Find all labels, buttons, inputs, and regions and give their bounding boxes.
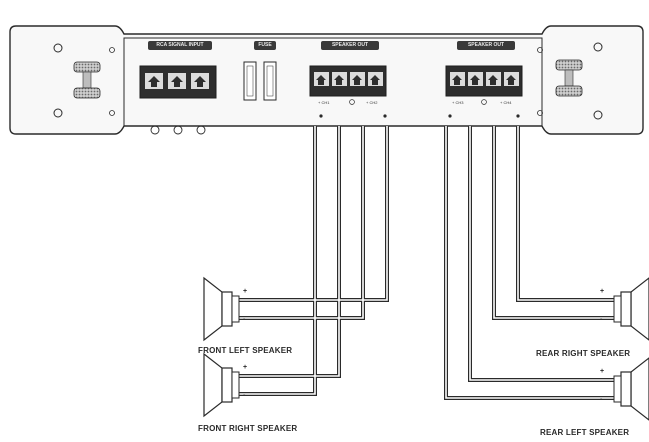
- front-right-speaker-label: FRONT RIGHT SPEAKER: [198, 424, 298, 433]
- rear-left-plus-mark: +: [600, 368, 605, 375]
- rca-input-block: [139, 65, 217, 99]
- wire-rear-right-minus: [492, 126, 614, 320]
- front-right-plus-mark: +: [243, 364, 248, 371]
- wire-rear-left-plus: [468, 126, 614, 382]
- fuse-tag: FUSE: [254, 41, 276, 50]
- front-left-plus-mark: +: [243, 288, 248, 295]
- left-speaker-terminal: [309, 65, 387, 118]
- fuse-holder: [243, 61, 277, 101]
- rear-right-plus-mark: +: [600, 288, 605, 295]
- rear-left-minus-mark: -: [600, 396, 603, 403]
- rear-left-speaker-label: REAR LEFT SPEAKER: [540, 428, 630, 437]
- right-speaker-terminal: [445, 65, 523, 118]
- rear-right-speaker-graphic: [613, 277, 649, 341]
- wire-front-left-minus: [239, 126, 365, 320]
- front-left-speaker-label: FRONT LEFT SPEAKER: [198, 346, 293, 355]
- rca-input-tag: RCA SIGNAL INPUT: [148, 41, 212, 50]
- right-grille: [555, 59, 583, 97]
- wire-rear-right-plus: [516, 126, 614, 302]
- left-grille: [73, 61, 101, 99]
- rear-right-speaker-label: REAR RIGHT SPEAKER: [536, 349, 631, 358]
- right-channel-b-label: + CH4: [500, 100, 512, 105]
- rear-right-minus-mark: -: [600, 316, 603, 323]
- left-channel-a-label: + CH1: [318, 100, 330, 105]
- rear-left-speaker-graphic: [613, 357, 649, 421]
- speaker-out-right-tag: SPEAKER OUT: [457, 41, 515, 50]
- front-left-minus-mark: -: [243, 316, 246, 323]
- speaker-wires-inner: [239, 126, 614, 399]
- left-channel-b-label: + CH2: [366, 100, 378, 105]
- wire-front-right-plus: [239, 126, 341, 378]
- right-channel-a-label: + CH3: [452, 100, 464, 105]
- front-left-speaker-graphic: [203, 276, 240, 342]
- speaker-out-left-tag: SPEAKER OUT: [321, 41, 379, 50]
- front-right-speaker-graphic: [203, 352, 240, 418]
- mounting-holes: [53, 42, 603, 120]
- front-right-minus-mark: -: [243, 392, 246, 399]
- gain-knobs: [150, 125, 206, 135]
